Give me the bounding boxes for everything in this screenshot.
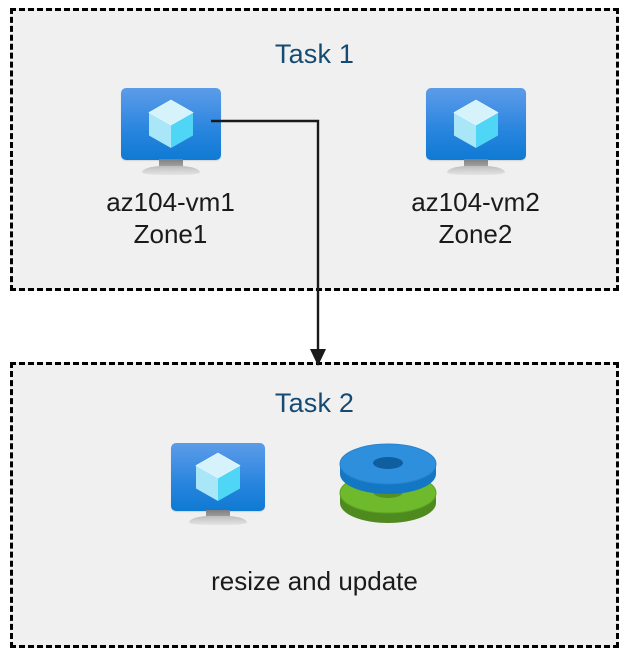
vm-stand-base [189,516,247,525]
disk-blue [339,443,437,494]
task1-container: Task 1 az104-vm1 Zone1 [10,8,619,291]
vm-node-az104-vm1[interactable]: az104-vm1 Zone1 [68,88,273,250]
vm-label-az104-vm2: az104-vm2 Zone2 [411,187,540,249]
virtual-machine-icon [120,88,221,175]
cube-glyph [452,99,499,148]
vm-node-az104-vm2[interactable]: az104-vm2 Zone2 [373,88,578,250]
task1-title: Task 1 [274,39,355,69]
task2-container: Task 2 resize and update [10,362,619,648]
vm-screen [120,88,221,160]
cube-glyph [147,99,194,148]
task2-caption: resize and update [211,566,418,596]
task2-title: Task 2 [274,388,355,418]
vm-stand-base [446,166,505,175]
virtual-machine-icon [425,88,526,175]
vm-screen [171,443,265,511]
vm-stand-base [141,166,200,175]
vm-node-resize-update[interactable] [123,443,313,525]
vm-screen [425,88,526,160]
vm-label-az104-vm1: az104-vm1 Zone1 [106,187,235,249]
cube-glyph [195,452,241,501]
virtual-machine-icon [171,443,265,525]
managed-disks-icon [339,443,437,523]
